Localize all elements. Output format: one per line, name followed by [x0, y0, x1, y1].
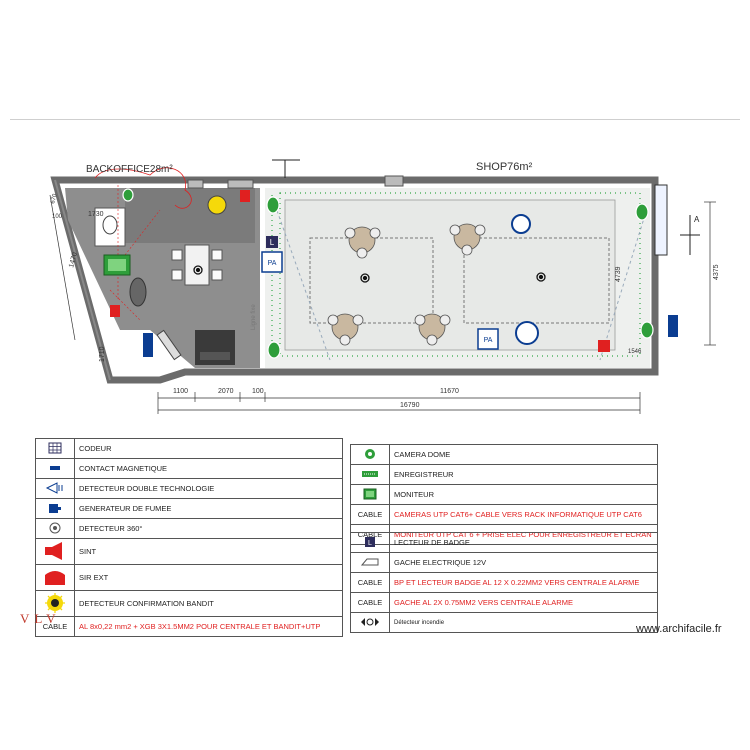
page-top-rule [10, 119, 740, 120]
badge-reader-icon [266, 236, 278, 248]
svg-text:L: L [270, 238, 275, 247]
svg-text:1730: 1730 [88, 211, 104, 218]
backoffice-title: BACKOFFICE28m² [86, 164, 173, 175]
legend-row: MONITEUR [350, 484, 658, 505]
svg-text:670: 670 [50, 193, 59, 205]
badge-reader-icon: L [365, 536, 375, 547]
outdoor-siren-icon [598, 340, 610, 352]
legend-row: CONTACT MAGNETIQUE [35, 458, 343, 479]
legend-row: SINT [35, 538, 343, 565]
section-arrow-top [272, 159, 300, 178]
legend-left: CODEUR CONTACT MAGNETIQUE DETECTEUR DOUB… [35, 438, 343, 637]
pa-device-left [261, 251, 283, 273]
backoffice-chair [129, 277, 147, 307]
legend-row: SIR EXT [35, 564, 343, 591]
bandit-detector-icon [45, 592, 65, 613]
backoffice-kitchen-zone [125, 188, 255, 243]
toilet-fixture [102, 215, 118, 235]
recorder-icon [362, 470, 378, 477]
svg-text:100: 100 [252, 388, 264, 395]
pa-label-left: PA [268, 260, 277, 267]
legend-row: DETECTEUR CONFIRMATION BANDIT [35, 590, 343, 617]
legend-row: ENREGISTREUR [350, 464, 658, 485]
svg-text:1100: 1100 [173, 388, 188, 395]
cable-route-shop [279, 192, 641, 357]
indoor-siren-icon [45, 541, 62, 560]
table-cluster-1 [344, 226, 381, 259]
pa-label-right: PA [484, 337, 493, 344]
svg-text:4739: 4739 [615, 266, 622, 282]
section-mark-a: A [694, 215, 700, 224]
svg-text:4375: 4375 [713, 264, 720, 280]
legend-row: CABLE GACHE AL 2X 0.75MM2 VERS CENTRALE … [350, 592, 658, 613]
indoor-siren-icon [240, 190, 250, 202]
floor-plan: PA PA L Ligne fixe BACKOFFICE28m² SHOP76… [49, 159, 720, 414]
legend-row: Détecteur incendie [350, 612, 658, 633]
cable-scribble-top [94, 167, 192, 209]
left-slanted-wall [54, 179, 111, 381]
shop-title: SHOP76m² [476, 161, 533, 173]
svg-text:1710: 1710 [99, 346, 106, 362]
pa-device-right [477, 328, 499, 350]
dining-table [184, 244, 210, 286]
legend-row: CAMERA DOME [350, 444, 658, 465]
credit-text: www.archifacile.fr [636, 623, 722, 635]
vertical-text: Ligne fixe [251, 304, 257, 330]
monitor-icon [363, 488, 377, 499]
table-cluster-2 [449, 223, 486, 256]
brand-logo: VLV [20, 611, 61, 626]
table-cluster-4 [414, 313, 451, 346]
svg-text:1470: 1470 [68, 252, 79, 269]
legend-row: DETECTEUR 360° [35, 518, 343, 539]
keypad-icon [48, 442, 62, 453]
table-cluster-3 [327, 313, 364, 346]
svg-text:16790: 16790 [400, 402, 420, 409]
smoke-detector-icon [511, 214, 531, 234]
table-zone-2 [463, 237, 610, 324]
electric-strike-icon [360, 558, 379, 565]
magnetic-contact-door [143, 333, 153, 357]
legend-row: DETECTEUR DOUBLE TECHNOLOGIE [35, 478, 343, 499]
detector-360-icon [193, 265, 546, 283]
detector-360-icon [49, 522, 61, 533]
dual-tech-detector-icon [45, 481, 63, 494]
legend-row: CODEUR [35, 438, 343, 459]
fire-detector-icon [361, 617, 379, 626]
svg-text:2070: 2070 [218, 388, 234, 395]
camera-dome-icon [122, 188, 654, 359]
svg-text:1546: 1546 [628, 349, 642, 355]
bandit-detector-icon [207, 195, 227, 215]
magnetic-contact-icon [50, 465, 60, 470]
svg-text:11670: 11670 [440, 388, 459, 395]
legend-row: GACHE ELECTRIQUE 12V [350, 552, 658, 573]
cable-scribble-backoffice [109, 185, 161, 321]
walls [50, 176, 659, 384]
svg-text:100: 100 [52, 214, 63, 220]
legend-row: GENERATEUR DE FUMEE [35, 498, 343, 519]
outdoor-siren-icon [45, 570, 65, 585]
dimension-lines [49, 194, 716, 414]
camera-dome-icon [365, 448, 375, 459]
smoke-generator-icon [49, 503, 61, 513]
svg-text:L: L [368, 540, 372, 547]
